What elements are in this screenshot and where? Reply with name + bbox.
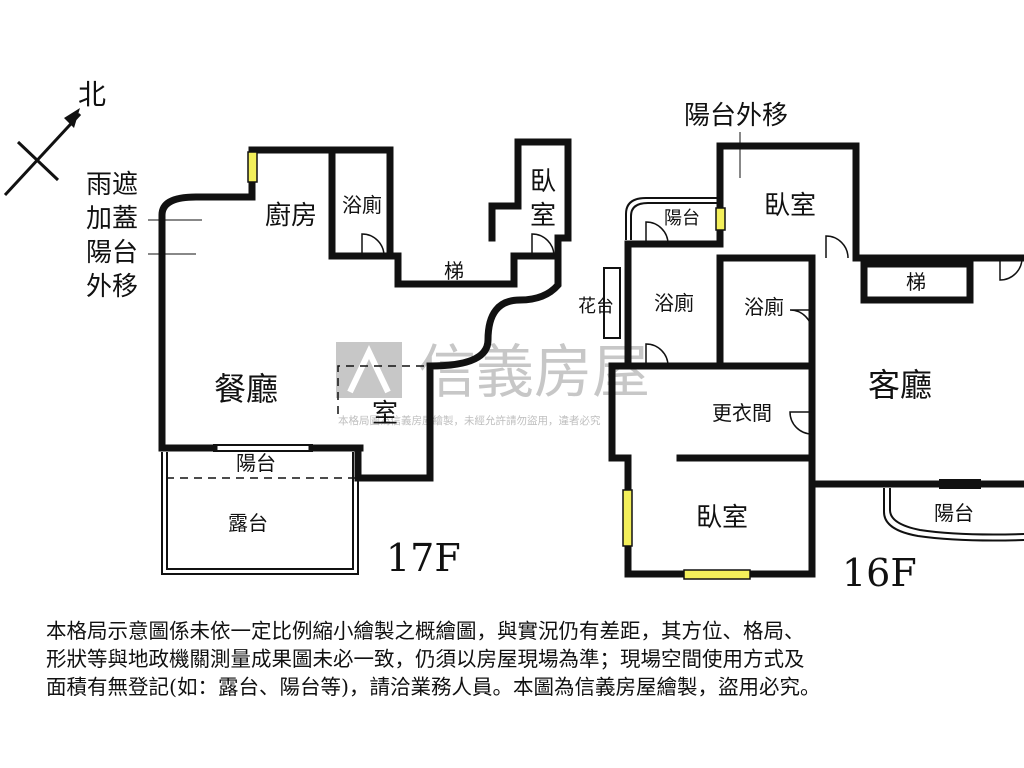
annotation-line-1: 雨遮 (86, 170, 138, 200)
door-balcony-right-16f (939, 479, 981, 489)
annotation-line-3: 陽台 (86, 238, 138, 268)
planter-16f (603, 267, 621, 339)
outer-wall-16f-top (716, 142, 1024, 262)
disclaimer-line-1: 本格局示意圖係未依一定比例縮小繪製之概繪圖，與實況仍有差距，其方位、格局、 (46, 619, 805, 643)
room-balcony-right-16f: 陽台 (934, 501, 974, 525)
room-balcony-17f: 陽台 (236, 451, 276, 475)
room-bath-left-16f: 浴廁 (654, 291, 694, 315)
balcony-small-outline-outer (625, 197, 720, 240)
annotation-16f: 陽台外移 (684, 101, 788, 131)
floor-17f: 雨遮 加蓋 陽台 外移 廚房 浴廁 臥 室 梯 餐廳 室 陽台 露台 (86, 138, 572, 580)
balcony-door-17f (213, 444, 313, 452)
disclaimer-line-2: 形狀等與地政機關測量成果圖未必一致，仍須以房屋現場為準；現場空間使用方式及 (46, 647, 805, 671)
window-16f-bedroom-bottom (683, 569, 751, 580)
floor-label-17f: 17F (386, 536, 461, 580)
door-living-16f (999, 257, 1023, 281)
room-stairs-17f: 梯 (444, 259, 464, 283)
room-small-outline (337, 365, 430, 414)
room-small-17f: 室 (372, 399, 398, 429)
terrace-outline-outer (161, 452, 359, 575)
annotation-line-2: 加蓋 (86, 204, 138, 234)
room-closet-16f: 更衣間 (712, 401, 772, 425)
north-label: 北 (78, 78, 106, 111)
watermark-logo-mark (347, 345, 391, 394)
outer-wall-17f (158, 146, 562, 482)
door-bedroom-top-16f (825, 235, 849, 259)
room-bedroom-top-17f-line2: 室 (530, 201, 556, 231)
room-bath-right-16f: 浴廁 (744, 295, 784, 319)
north-arrow: 北 (3, 78, 106, 197)
room-bedroom-bottom-16f: 臥室 (696, 503, 748, 533)
balcony-small-outline-inner (630, 202, 720, 240)
floor-label-16f: 16F (842, 551, 917, 595)
room-stairs-16f: 梯 (906, 270, 926, 294)
door-bedroom-17f (531, 233, 555, 257)
annotation-line-4: 外移 (86, 272, 138, 302)
room-planter-16f: 花台 (578, 296, 614, 317)
disclaimer: 本格局示意圖係未依一定比例縮小繪製之概繪圖，與實況仍有差距，其方位、格局、 形狀… (46, 617, 986, 701)
room-living-16f: 客廳 (868, 366, 932, 404)
door-bath-right-16f (789, 309, 813, 333)
north-arrow-shaft (3, 112, 82, 197)
door-bath-17f (361, 233, 385, 257)
north-arrow-head-icon (64, 108, 80, 128)
room-dining-17f: 餐廳 (214, 370, 278, 408)
floor-16f: 陽台外移 臥室 陽台 花台 (578, 101, 1024, 595)
window-16f-bedroom-top (715, 207, 726, 231)
terrace-outline-inner (166, 452, 354, 570)
window-17f-kitchen (247, 151, 258, 183)
door-bath-left-16f (645, 343, 669, 367)
balcony-right-outline-inner (889, 488, 1024, 536)
door-balcony-16f (645, 221, 669, 245)
room-kitchen-17f: 廚房 (265, 201, 317, 231)
room-bedroom-top-16f: 臥室 (764, 191, 816, 221)
room-bedroom-top-17f-line1: 臥 (530, 167, 556, 197)
watermark-notice: 本格局圖為信義房屋繪製，未經允許請勿盜用，違者必究 (338, 414, 601, 427)
room-terrace-17f: 露台 (228, 511, 268, 535)
disclaimer-line-3: 面積有無登記(如：露台、陽台等)，請洽業務人員。本圖為信義房屋繪製，盜用必究。 (46, 675, 821, 699)
balcony-right-outline-outer (883, 488, 1024, 542)
bedroom-wall-17f (488, 138, 572, 260)
stairs-box-16f (860, 260, 974, 304)
window-16f-bedroom-bottom-side (622, 489, 633, 547)
room-bath-17f: 浴廁 (342, 193, 382, 217)
door-closet-16f (789, 411, 813, 435)
room-balcony-small-16f: 陽台 (664, 208, 700, 229)
bath-wall-17f (328, 146, 394, 260)
